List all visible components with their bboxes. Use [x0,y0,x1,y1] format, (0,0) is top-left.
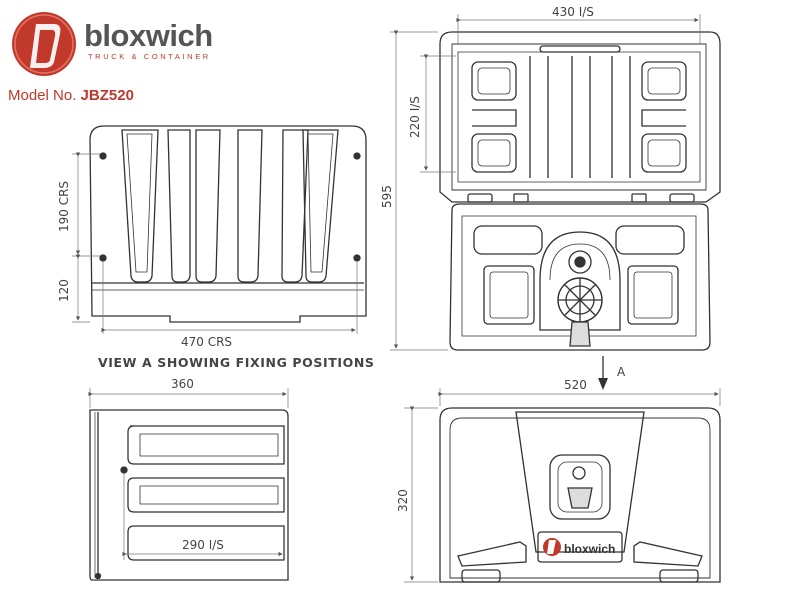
dim-side-inner: 290 I/S [182,538,224,552]
dim-front-height: 320 [396,489,410,512]
dim-fixing-vertical: 190 CRS [57,181,71,232]
dim-fixing-bottom: 120 [57,279,71,302]
model-code: JBZ520 [80,87,134,104]
top-view [439,31,721,351]
side-view [89,409,289,581]
dim-side-width: 360 [171,377,194,391]
view-arrow [598,356,608,390]
side-dimensions [88,388,289,560]
dim-top-width: 430 I/S [552,5,594,19]
fixing-view [89,125,367,323]
model-label: Model No. [8,87,77,104]
dim-lid-height: 220 I/S [408,96,422,138]
view-a-caption: VIEW A SHOWING FIXING POSITIONS [98,355,375,370]
dim-front-width: 520 [564,378,587,392]
dim-overall-height: 595 [380,185,394,208]
front-dimensions [404,388,721,583]
fixing-dimensions [72,152,358,334]
brand-tagline: TRUCK & CONTAINER [88,52,211,61]
top-dimensions [390,14,701,351]
dim-fixing-horizontal: 470 CRS [181,335,232,349]
front-badge-name: bloxwich [564,542,615,556]
view-arrow-label: A [617,365,626,379]
logo-emblem-icon [12,12,76,76]
brand-name: bloxwich [84,18,213,53]
front-view [439,407,721,583]
model-number: Model No. JBZ520 [8,87,134,104]
